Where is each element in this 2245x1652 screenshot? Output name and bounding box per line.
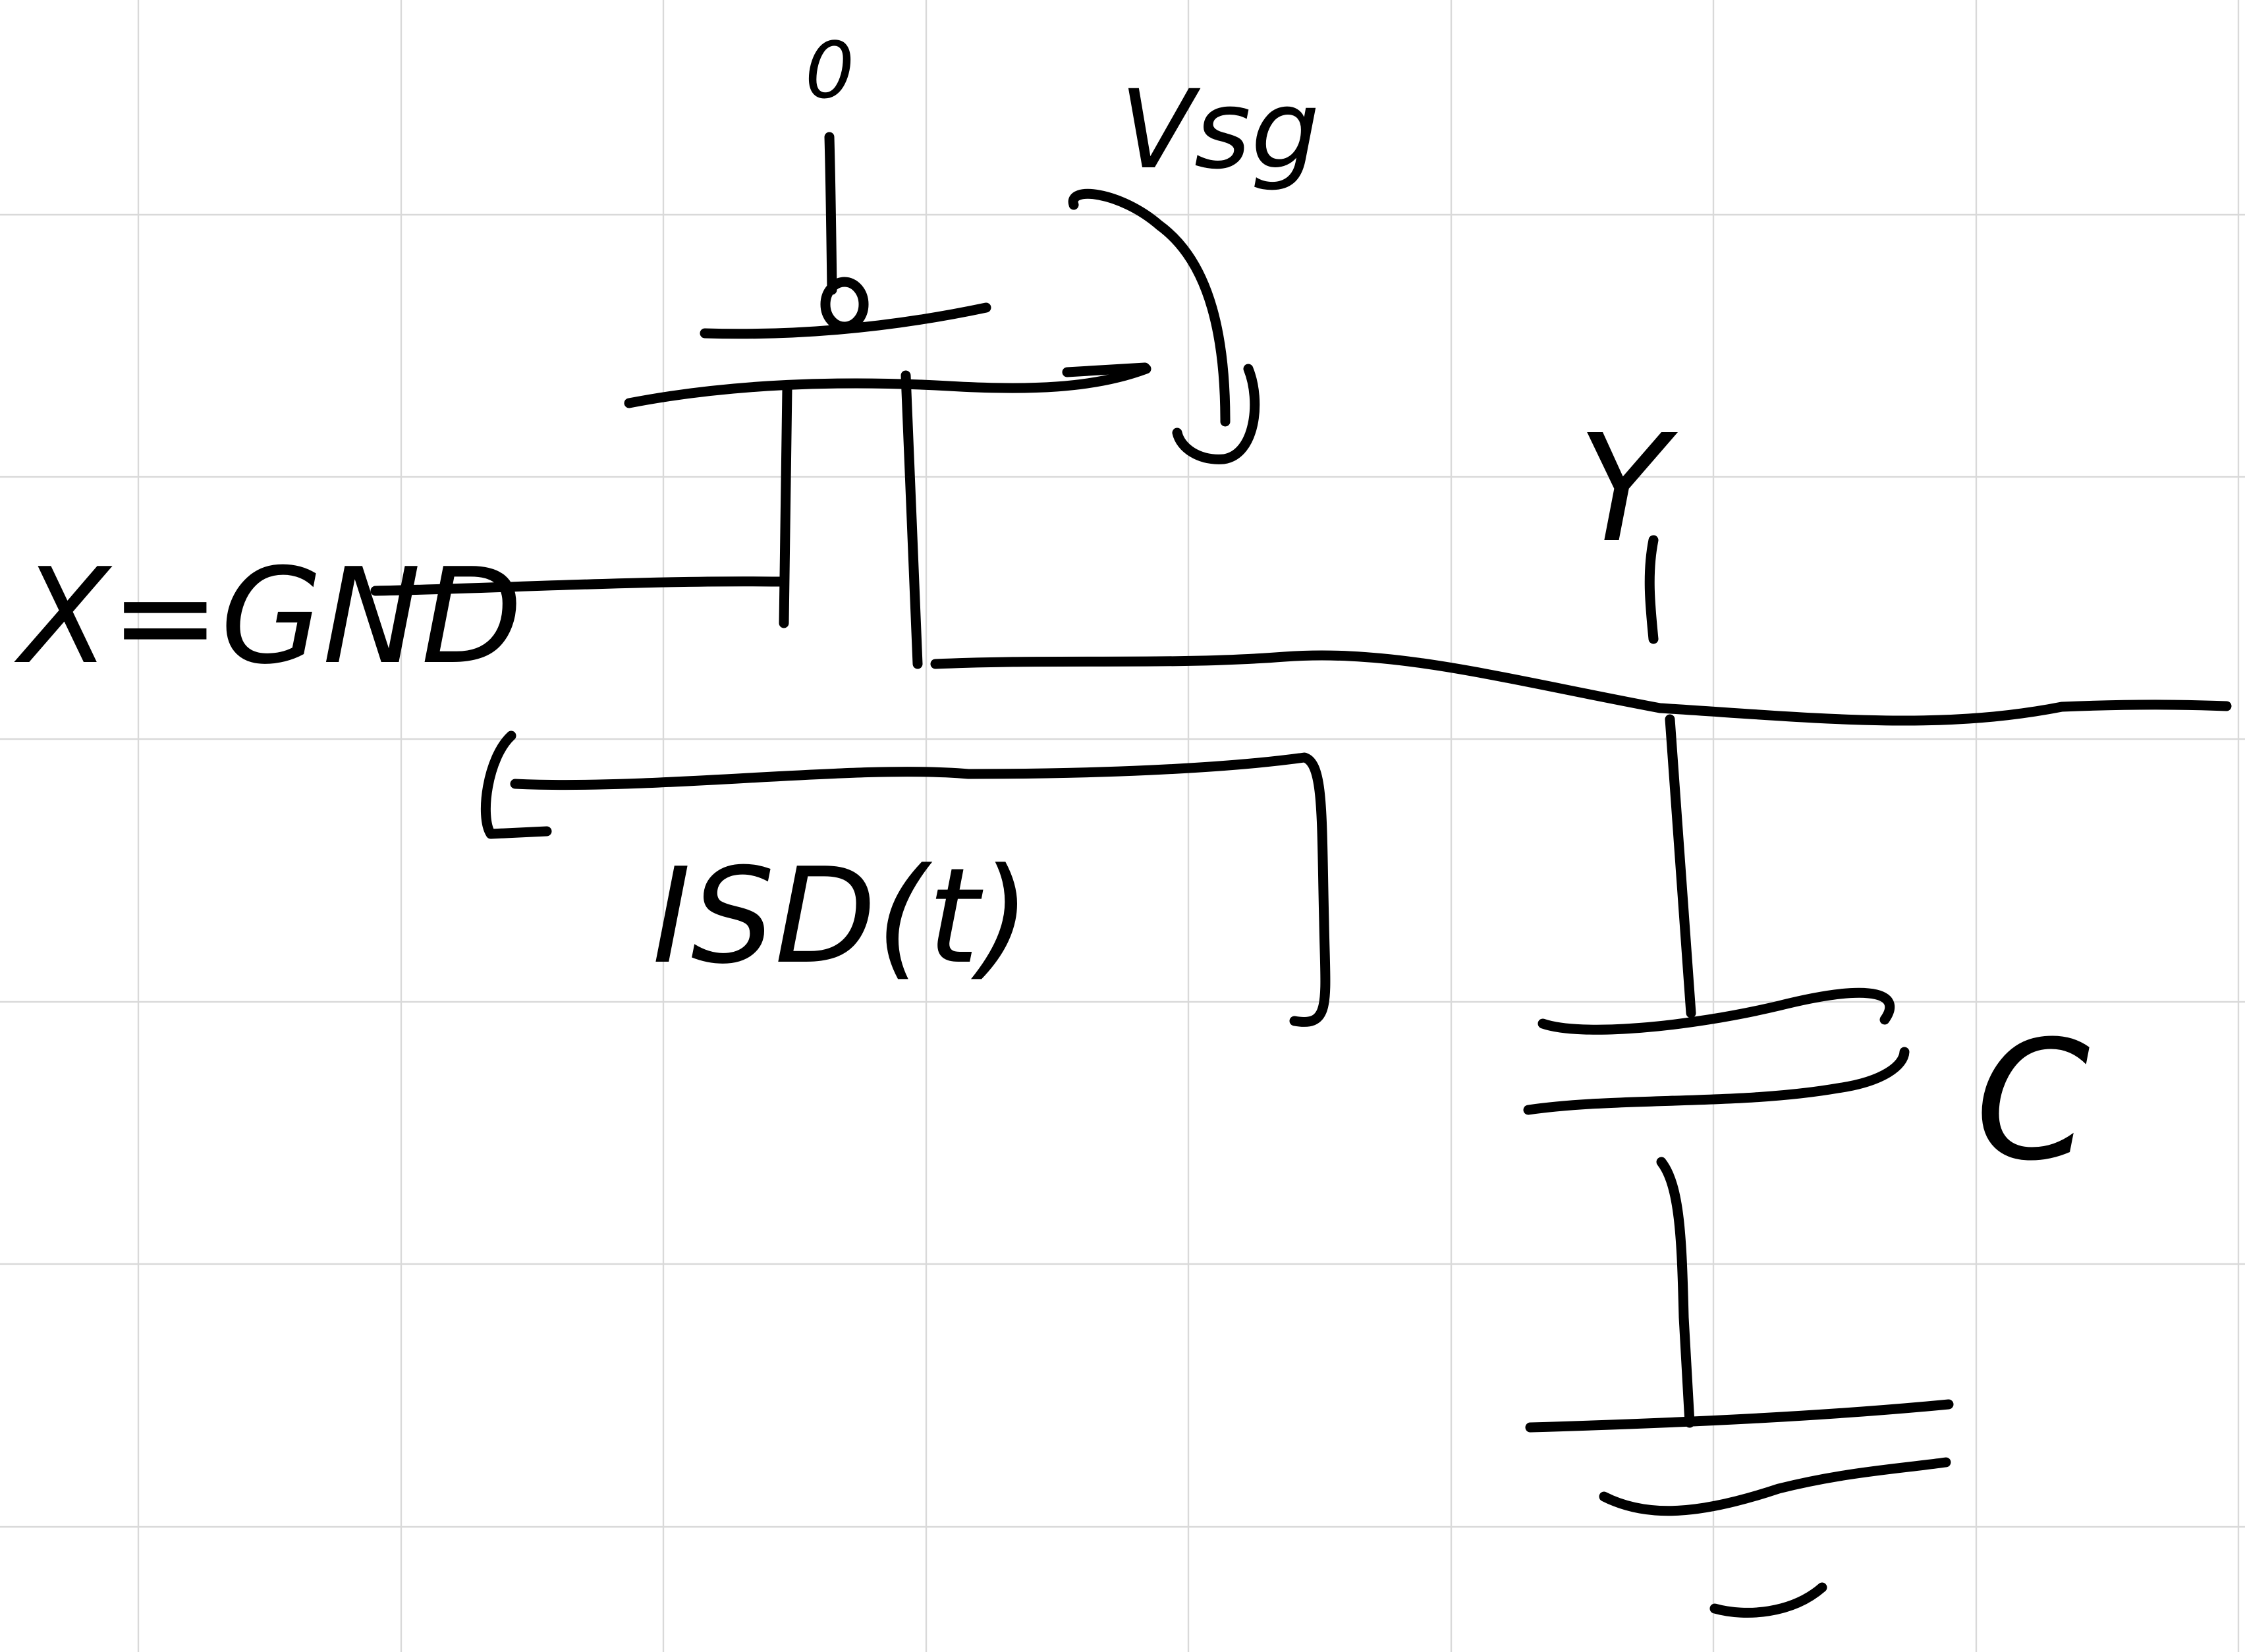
channel-line <box>624 364 1151 408</box>
gate-voltage-label: 0 <box>805 25 854 116</box>
inversion-bubble <box>820 277 869 332</box>
source-wire <box>370 576 788 596</box>
capacitor-upper-wire <box>1665 714 1696 1018</box>
node-y-label: Y <box>1578 403 1678 576</box>
vsg-hook <box>1172 364 1260 464</box>
source-gnd-label: X=GND <box>14 540 522 694</box>
capacitor-bottom-plate <box>1523 1047 1910 1115</box>
capacitor-lower-wire <box>1656 1157 1695 1428</box>
vsg-curve <box>1068 188 1231 427</box>
channel-arrow <box>1062 362 1150 377</box>
capacitor-label: C <box>1975 1005 2090 1197</box>
gate-plate <box>700 302 991 339</box>
ground-line-2 <box>1599 1457 1951 1516</box>
gate-wire <box>824 132 837 295</box>
current-line <box>510 752 1331 1027</box>
output-wire <box>930 650 2232 726</box>
capacitor-top-plate <box>1538 987 1895 1035</box>
current-bracket <box>480 730 552 839</box>
source-leg <box>779 383 792 628</box>
node-y-stem <box>1644 535 1659 644</box>
drain-current-label: ISD(t) <box>652 840 1030 993</box>
drain-leg <box>901 370 923 669</box>
ground-line-1 <box>1525 1399 1954 1433</box>
vsg-label: Vsg <box>1120 67 1320 193</box>
ground-line-3 <box>1709 1582 1827 1618</box>
